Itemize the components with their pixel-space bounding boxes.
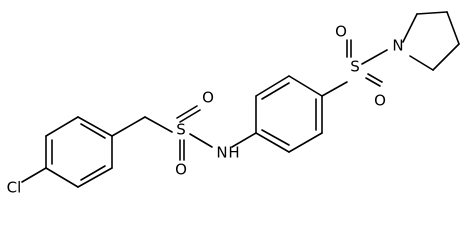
- bond: [446, 11, 460, 45]
- sulfur-label: S: [350, 58, 360, 76]
- oxygen-label: O: [374, 92, 386, 110]
- nitrogen-label: N: [216, 144, 227, 162]
- bond: [261, 82, 290, 100]
- chlorophenyl-ring: [45, 116, 113, 188]
- bond: [231, 132, 257, 148]
- chlorine-label: Cl: [7, 179, 22, 197]
- bond: [321, 81, 348, 97]
- oxygen-label: O: [175, 161, 187, 179]
- bond: [189, 133, 213, 148]
- oxygen-label: O: [335, 23, 347, 41]
- bond: [45, 116, 79, 137]
- pyrrolidine-ring: [402, 11, 460, 71]
- bond: [45, 167, 79, 188]
- bond: [361, 49, 388, 65]
- bond: [288, 132, 323, 153]
- bond: [365, 77, 381, 87]
- oxygen-label: O: [202, 89, 214, 107]
- hydrogen-label: H: [228, 144, 239, 162]
- bond: [409, 55, 434, 71]
- phenylene-ring: [255, 75, 323, 153]
- bond: [255, 75, 290, 97]
- bond: [21, 167, 47, 183]
- sulfur-label: S: [176, 121, 186, 139]
- bond: [288, 75, 323, 97]
- bond: [144, 116, 173, 133]
- bond: [111, 116, 146, 137]
- chemical-structure: Cl S O O N H S O O N: [7, 11, 460, 197]
- bond: [255, 132, 290, 153]
- bond: [179, 109, 201, 123]
- bond: [367, 73, 383, 83]
- bond: [80, 165, 106, 181]
- bond: [77, 167, 113, 188]
- nitrogen-label: N: [392, 37, 403, 55]
- bond: [77, 116, 113, 137]
- bond: [261, 129, 290, 146]
- bond: [176, 105, 198, 119]
- bond: [416, 11, 448, 15]
- bond: [432, 43, 460, 71]
- bond: [402, 13, 418, 43]
- bond: [80, 123, 106, 139]
